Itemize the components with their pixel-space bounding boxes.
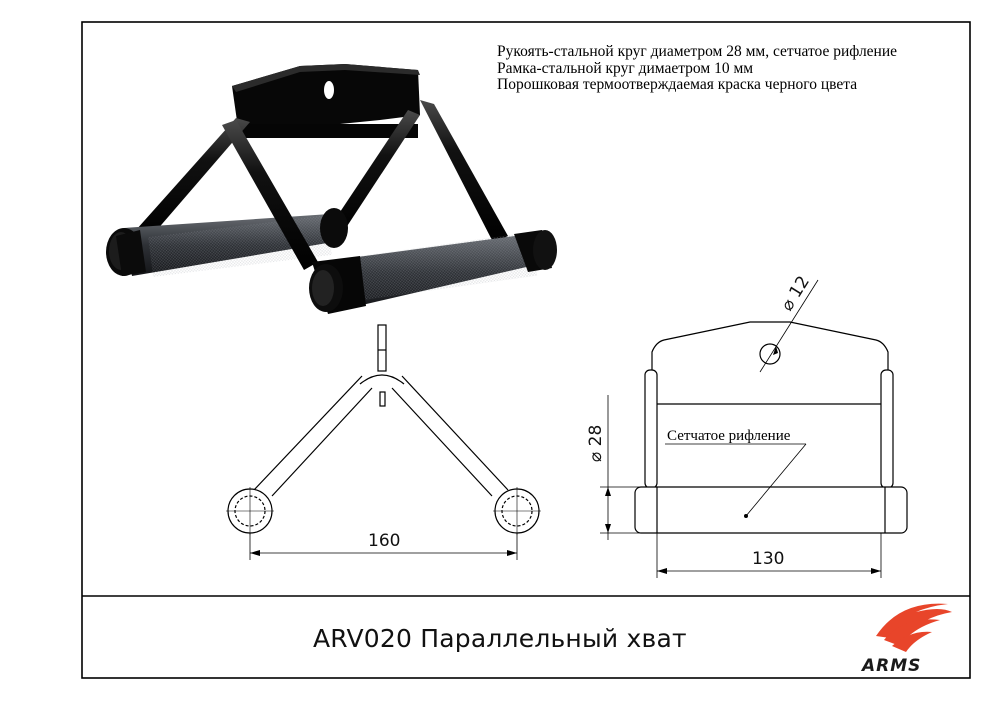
note-frame: Рамка-стальной круг димаетром 10 мм: [497, 59, 754, 77]
logo-text: ARMS: [860, 656, 921, 676]
product-render: [106, 64, 557, 314]
spec-notes: Рукоять-стальной круг диаметром 28 мм, с…: [497, 43, 898, 94]
dim-width-front: 130: [752, 549, 784, 569]
dim-handle-diameter: ⌀ 28: [586, 425, 606, 462]
arms-logo: ARMS: [860, 603, 952, 676]
knurling-callout: Сетчатое рифление: [667, 428, 791, 444]
front-view: [600, 279, 908, 578]
side-view: [226, 324, 541, 560]
dim-hole-diameter: ⌀ 12: [777, 272, 814, 314]
sheet-border: [81, 21, 971, 679]
drawing-title: ARV020 Параллельный хват: [313, 624, 687, 653]
note-handle: Рукоять-стальной круг диаметром 28 мм, с…: [497, 43, 898, 60]
note-paint: Порошковая термоотверждаемая краска черн…: [497, 76, 858, 93]
dim-width-side: 160: [368, 531, 400, 551]
